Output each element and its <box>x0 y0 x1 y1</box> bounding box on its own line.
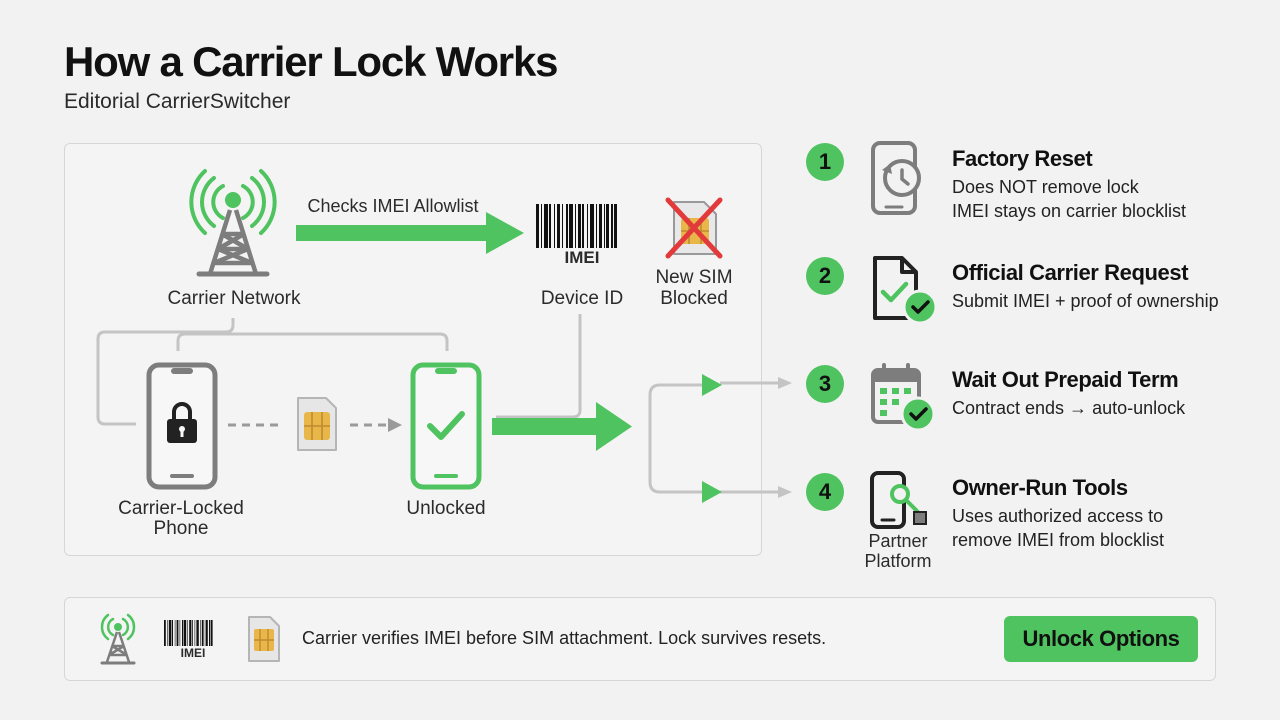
phone-reset-icon <box>871 141 921 215</box>
step-1-title: Factory Reset <box>952 146 1093 171</box>
unlock-path-arrow <box>492 402 632 451</box>
barcode-icon <box>536 204 617 248</box>
allowlist-arrow-label: Checks IMEI Allowlist <box>307 196 479 216</box>
unlock-options-button[interactable]: Unlock Options <box>1004 616 1198 662</box>
step-2-title: Official Carrier Request <box>952 260 1189 285</box>
unlocked-label: Unlocked <box>406 498 486 519</box>
step-1-number: 1 <box>806 143 844 181</box>
step-4-title: Owner-Run Tools <box>952 475 1128 500</box>
step-4-desc-2: remove IMEI from blocklist <box>952 530 1165 550</box>
locked-phone-icon <box>146 362 218 490</box>
phone-key-icon <box>870 471 927 529</box>
carrier-network-label: Carrier Network <box>167 288 301 309</box>
step-2-desc: Submit IMEI + proof of ownership <box>952 291 1219 311</box>
calendar-check-icon <box>871 363 936 432</box>
step-1-desc-2: IMEI stays on carrier blocklist <box>952 201 1187 221</box>
blocked-sim-icon <box>665 197 723 259</box>
locked-phone-label-2: Phone <box>153 518 209 539</box>
imei-label: IMEI <box>564 248 600 267</box>
page-title: How a Carrier Lock Works <box>64 38 558 85</box>
page-subtitle: Editorial CarrierSwitcher <box>64 90 291 113</box>
step-3-desc: Contract ends → auto-unlock <box>952 398 1186 418</box>
step-3-title: Wait Out Prepaid Term <box>952 367 1179 392</box>
step-2-number: 2 <box>806 257 844 295</box>
sim-card-icon <box>297 397 337 451</box>
summary-text: Carrier verifies IMEI before SIM attachm… <box>302 628 827 648</box>
step-4-number: 4 <box>806 473 844 511</box>
document-check-icon <box>873 256 938 325</box>
new-sim-label: New SIM <box>655 267 733 288</box>
partner-platform-label: Partner <box>868 531 928 551</box>
sim-card-icon-small <box>248 616 280 662</box>
locked-phone-label: Carrier-Locked <box>118 498 244 519</box>
sim-blocked-label: Blocked <box>660 288 728 309</box>
barcode-icon-small <box>164 620 213 646</box>
step-1-desc: Does NOT remove lock <box>952 177 1139 197</box>
footer-imei-label: IMEI <box>180 646 206 660</box>
unlocked-phone-icon <box>410 362 482 490</box>
step-4-desc: Uses authorized access to <box>952 506 1164 526</box>
allowlist-arrow <box>296 212 524 254</box>
device-id-label: Device ID <box>540 288 624 309</box>
step-3-number: 3 <box>806 365 844 403</box>
cell-tower-icon-small <box>100 613 136 665</box>
cell-tower-icon <box>189 169 277 277</box>
partner-platform-label-2: Platform <box>864 551 932 571</box>
